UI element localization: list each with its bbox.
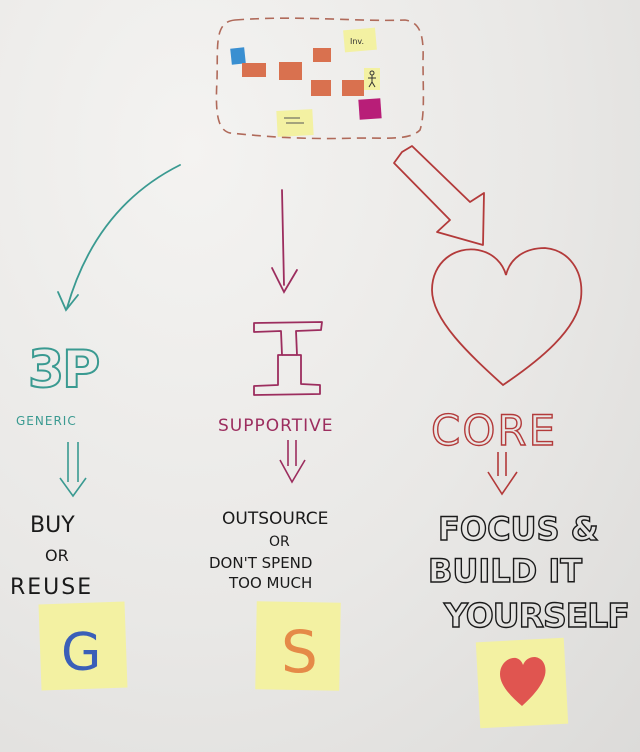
heart-icon: [500, 657, 546, 706]
stick-figure-icon: [368, 70, 376, 88]
sticky-note-s: [255, 601, 341, 691]
supportive-action-line1: OUTSOURCE: [222, 509, 328, 529]
pillar-symbol: [253, 321, 323, 396]
generic-label: GENERIC: [16, 414, 77, 428]
dashed-cluster-boundary: [215, 17, 425, 140]
supportive-action-line2: OR: [269, 534, 290, 550]
sticky-note-blue: [230, 47, 246, 65]
sticky-letter-s: S: [281, 618, 318, 686]
arrow-to-supportive: [271, 189, 298, 294]
arrow-to-generic: [57, 164, 181, 312]
sticky-note-g: [38, 601, 128, 691]
sticky-cluster: Inv.: [215, 17, 425, 140]
supportive-label: SUPPORTIVE: [218, 416, 333, 436]
double-arrow-supportive: [279, 440, 306, 484]
arrow-to-core: [393, 145, 485, 246]
core-action-line2: BUILD IT: [428, 552, 582, 590]
core-label: CORE: [431, 406, 557, 455]
generic-action-line3: REUSE: [10, 575, 93, 600]
generic-action-line1: BUY: [30, 513, 75, 538]
double-arrow-core: [487, 452, 518, 496]
generic-title: 3P: [28, 340, 98, 400]
supportive-action-line4: TOO MUCH: [228, 574, 312, 592]
sticky-note-orange: [311, 80, 331, 96]
sticky-note-label: Inv.: [350, 37, 364, 46]
double-arrow-generic: [59, 442, 87, 498]
sticky-note-orange: [342, 80, 364, 96]
sticky-letter-g: G: [61, 623, 101, 683]
supportive-action-line3: DON'T SPEND: [209, 554, 312, 572]
sticky-note-pink: [358, 98, 382, 120]
sticky-note-yellow-inv: [343, 27, 377, 53]
core-branch: CORE FOCUS & BUILD IT YOURSELF: [427, 247, 631, 729]
sticky-note-orange: [313, 48, 331, 62]
core-action-line3: YOURSELF: [443, 596, 629, 635]
supportive-branch: SUPPORTIVE OUTSOURCE OR DON'T SPEND TOO …: [209, 321, 341, 691]
sticky-note-orange: [279, 62, 302, 80]
core-action-line1: FOCUS &: [438, 510, 599, 548]
heart-outline-icon: [431, 247, 583, 387]
sticky-note-orange: [242, 63, 266, 77]
generic-action-line2: OR: [45, 546, 69, 565]
generic-branch: 3P GENERIC BUY OR REUSE G: [10, 339, 128, 691]
